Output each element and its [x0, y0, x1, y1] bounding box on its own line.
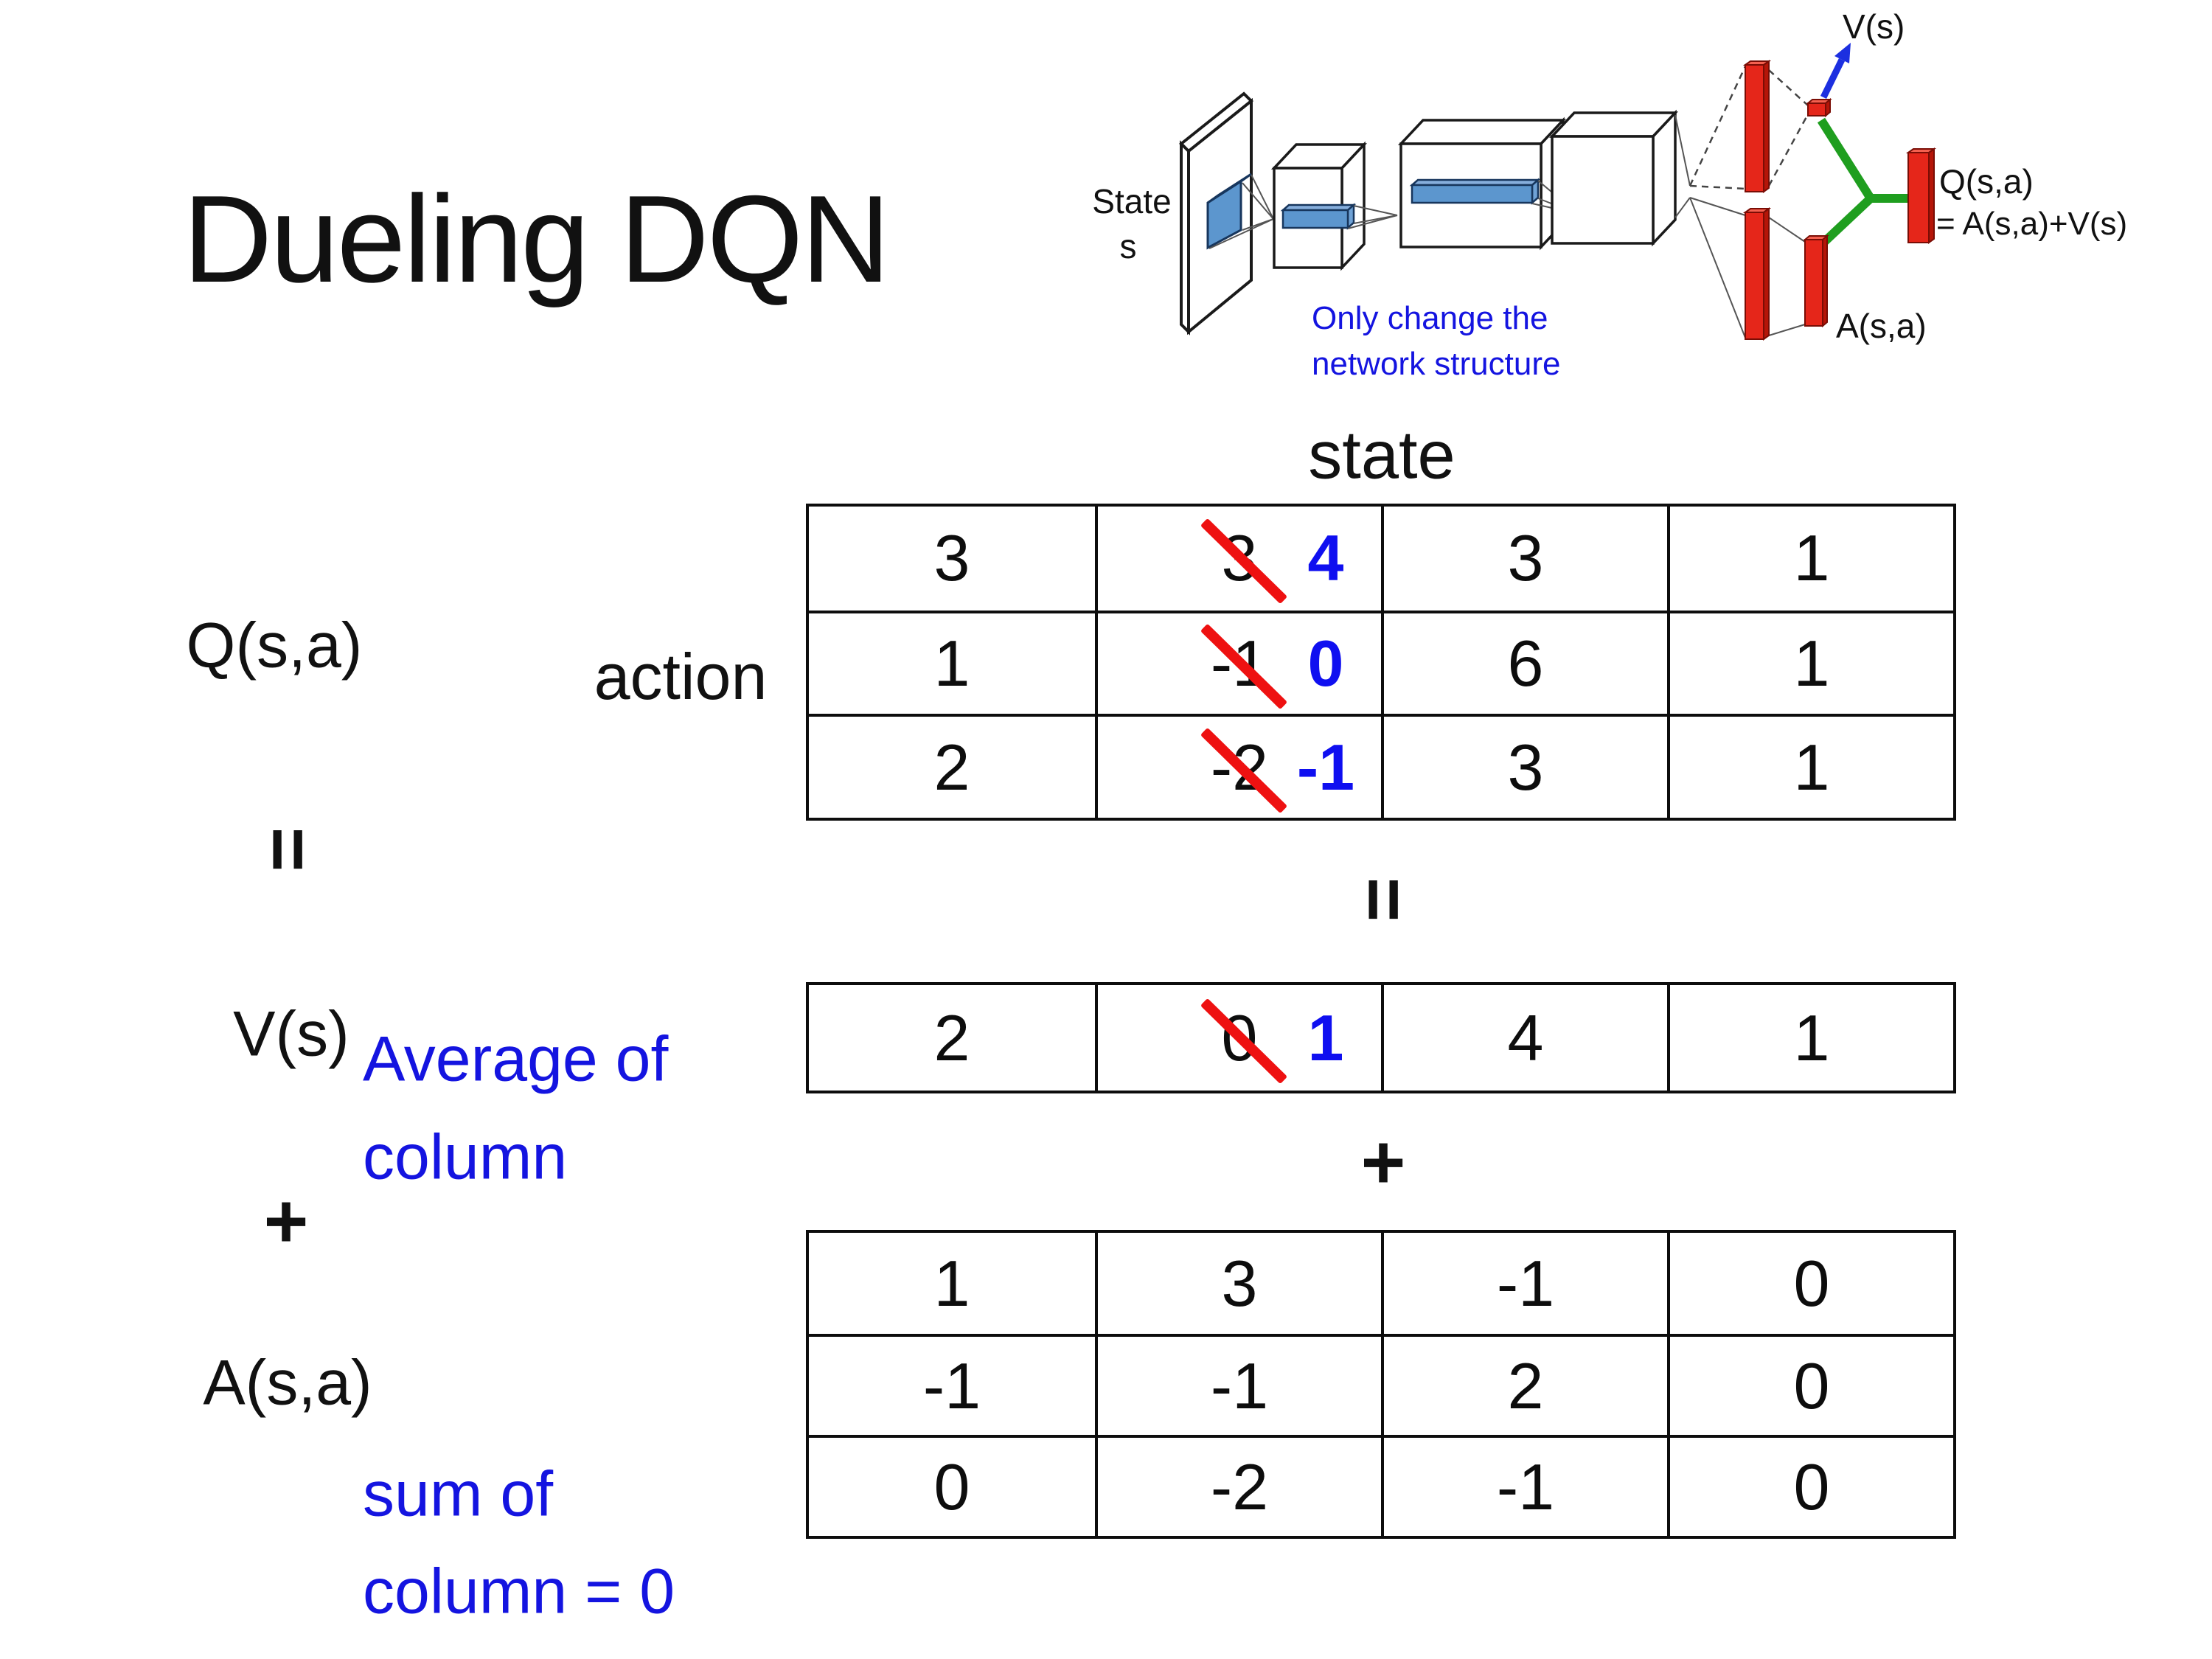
sum-note-line1: sum of [363, 1458, 554, 1530]
fan-lines [1347, 205, 1398, 229]
cell-value: -1 [1496, 1450, 1555, 1523]
matrix-cell: 01 [1095, 985, 1381, 1091]
v-stream-lines [1688, 66, 1809, 190]
conv-box-3 [1548, 109, 1679, 247]
diagram-state-label: State [1092, 182, 1171, 220]
cell-value: 4 [1507, 1001, 1544, 1074]
matrix-cell: 2 [1381, 1334, 1667, 1435]
q-function-label: Q(s,a) [186, 610, 363, 681]
page-title: Dueling DQN [183, 170, 891, 308]
cell-value: 3 [1507, 730, 1544, 804]
new-value: 0 [1307, 626, 1344, 700]
equals-sign-left: = [245, 827, 331, 872]
fan-lines [1208, 174, 1274, 249]
cell-value: -2 [1210, 1450, 1269, 1523]
v-value-table: 2 01 4 1 [806, 982, 1956, 1093]
cell-value: 2 [1507, 1349, 1544, 1422]
matrix-cell: 1 [809, 610, 1095, 714]
diagram-a-label: A(s,a) [1836, 307, 1927, 345]
conv-filter-icon [1206, 173, 1252, 250]
diagram-q-label-line1: Q(s,a) [1939, 162, 2034, 201]
matrix-cell: 1 [1667, 714, 1953, 818]
a-stream-lines [1689, 197, 1806, 338]
equals-sign-center: = [1340, 877, 1427, 922]
new-value: 4 [1307, 521, 1344, 595]
diagram-note-line2: network structure [1312, 346, 1560, 382]
matrix-cell: -1 [809, 1334, 1095, 1435]
matrix-cell: 3 [1381, 507, 1667, 611]
cell-value: 3 [933, 521, 970, 595]
plus-sign-center: + [1360, 1119, 1406, 1206]
matrix-cell: -2-1 [1095, 714, 1381, 818]
cell-value: 1 [1793, 521, 1830, 595]
v-function-label: V(s) [233, 998, 349, 1070]
matrix-cell: 2 [809, 714, 1095, 818]
cell-value: 0 [1793, 1246, 1830, 1320]
cell-value: 0 [1793, 1450, 1830, 1523]
sum-note-line2: column = 0 [363, 1556, 675, 1627]
matrix-cell: -10 [1095, 610, 1381, 714]
matrix-cell: 3 [1381, 714, 1667, 818]
network-diagram: State s V(s) A(s,a) Q(s,a) = A(s,a)+V(s)… [1092, 7, 2127, 382]
matrix-cell: 0 [809, 1435, 1095, 1536]
average-note-line1: Average of [363, 1023, 669, 1095]
cell-value: 1 [933, 1246, 970, 1320]
a-function-label: A(s,a) [203, 1347, 372, 1419]
funnel-lines [1674, 114, 1691, 218]
state-axis-label: state [1308, 417, 1455, 493]
diagram-s-label: s [1120, 227, 1137, 265]
matrix-cell: 4 [1381, 985, 1667, 1091]
matrix-cell: 2 [809, 985, 1095, 1091]
diagram-v-label: V(s) [1843, 7, 1905, 46]
new-value: -1 [1296, 730, 1355, 804]
matrix-cell: 0 [1667, 1233, 1953, 1334]
matrix-cell: -2 [1095, 1435, 1381, 1536]
cell-value: -1 [1496, 1246, 1555, 1320]
matrix-cell: 3 [1095, 1233, 1381, 1334]
cell-value: 1 [933, 626, 970, 700]
matrix-cell: 0 [1667, 1435, 1953, 1536]
matrix-cell: 1 [1667, 507, 1953, 611]
cell-value: 6 [1507, 626, 1544, 700]
cell-value: 3 [1507, 521, 1544, 595]
cell-value: 0 [1793, 1349, 1830, 1422]
diagram-note-line1: Only change the [1312, 300, 1548, 336]
matrix-cell: 0 [1667, 1334, 1953, 1435]
action-axis-label: action [594, 640, 768, 713]
cell-value: 0 [933, 1450, 970, 1523]
v-scalar-node [1806, 97, 1832, 118]
feature-bar-2 [1409, 178, 1541, 205]
combine-lines [1817, 117, 1910, 248]
matrix-cell: 6 [1381, 610, 1667, 714]
cell-value: -1 [922, 1349, 981, 1422]
cell-value: 2 [933, 1001, 970, 1074]
v-arrow-icon [1820, 43, 1851, 99]
matrix-cell: 1 [1667, 610, 1953, 714]
matrix-cell: -1 [1381, 1435, 1667, 1536]
a-vector-node [1803, 234, 1829, 328]
fc-bar-v [1742, 60, 1772, 193]
a-value-table: 1 3 -1 0 -1 -1 2 0 0 -2 -1 0 [806, 1230, 1956, 1539]
matrix-cell: 34 [1095, 507, 1381, 611]
average-note-line2: column [363, 1121, 568, 1193]
matrix-cell: 3 [809, 507, 1095, 611]
cell-value: 2 [933, 730, 970, 804]
matrix-cell: -1 [1381, 1233, 1667, 1334]
matrix-cell: -1 [1095, 1334, 1381, 1435]
feature-bar-1 [1280, 203, 1357, 230]
new-value: 1 [1307, 1001, 1344, 1074]
matrix-cell: 1 [809, 1233, 1095, 1334]
matrix-cell: 1 [1667, 985, 1953, 1091]
fc-bar-a [1742, 207, 1772, 341]
cell-value: 1 [1793, 730, 1830, 804]
cell-value: 1 [1793, 626, 1830, 700]
diagram-q-label-line2: = A(s,a)+V(s) [1936, 206, 2127, 242]
cell-value: 1 [1793, 1001, 1830, 1074]
cell-value: -1 [1210, 1349, 1269, 1422]
cell-value: 3 [1221, 1246, 1258, 1320]
plus-sign-left: + [263, 1178, 309, 1265]
q-output-bar [1905, 147, 1937, 244]
